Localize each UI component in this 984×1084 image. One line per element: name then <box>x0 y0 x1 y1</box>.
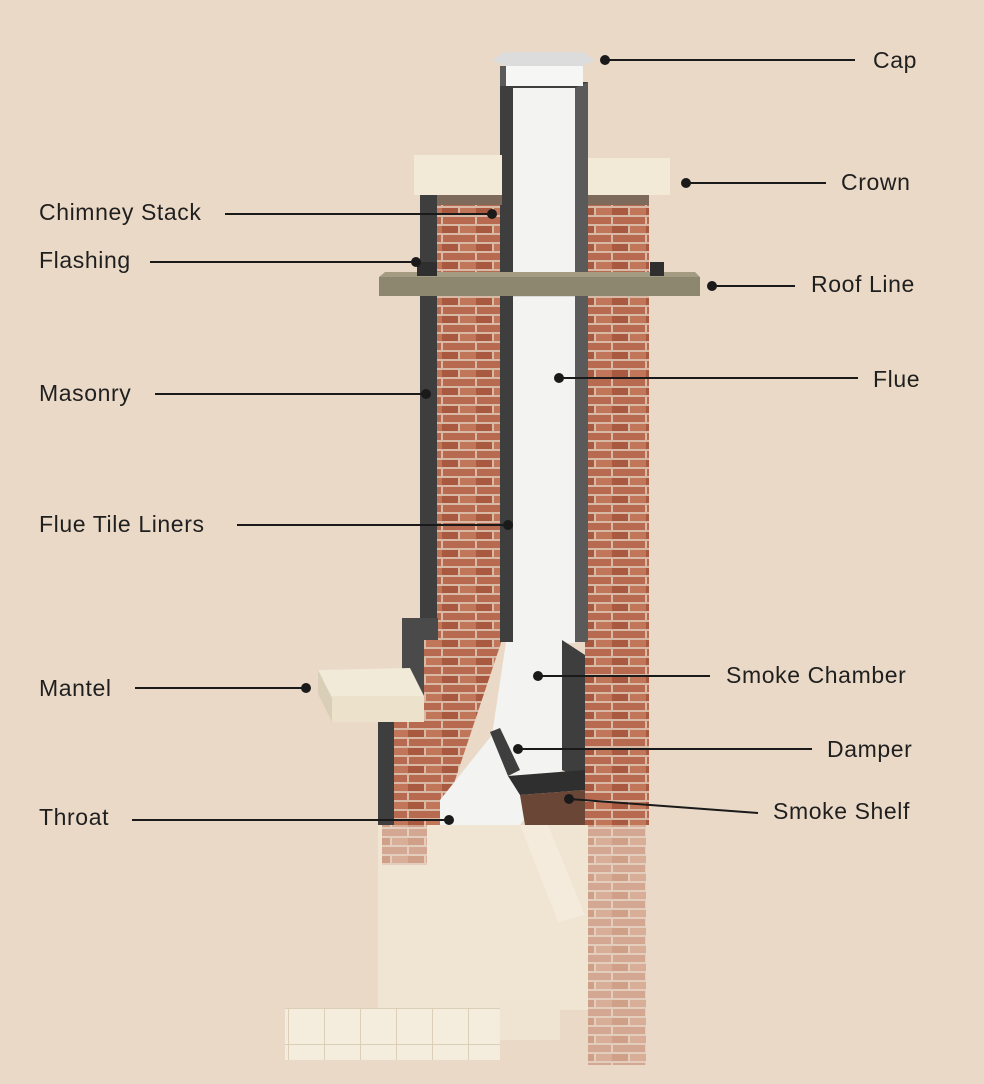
roof-line-slab <box>379 262 700 296</box>
masonry-brickwork <box>378 195 649 825</box>
crown-slab <box>414 155 670 205</box>
label-roof-line: Roof Line <box>811 271 915 297</box>
label-throat: Throat <box>39 804 110 830</box>
label-crown: Crown <box>841 169 911 195</box>
label-flue: Flue <box>873 366 921 392</box>
label-chimney-stack: Chimney Stack <box>39 199 202 225</box>
flue-liner <box>500 82 588 643</box>
cap-top <box>492 52 595 86</box>
lower-firebox-ghost <box>285 825 646 1065</box>
label-flue-tile-liners: Flue Tile Liners <box>39 511 205 537</box>
label-flashing: Flashing <box>39 247 131 273</box>
label-smoke-chamber: Smoke Chamber <box>726 662 907 688</box>
label-damper: Damper <box>827 736 913 762</box>
leader-lines <box>132 55 858 825</box>
label-mantel: Mantel <box>39 675 112 701</box>
label-smoke-shelf: Smoke Shelf <box>773 798 910 824</box>
label-cap: Cap <box>873 47 917 73</box>
label-masonry: Masonry <box>39 380 132 406</box>
mantel-shelf <box>318 668 424 722</box>
